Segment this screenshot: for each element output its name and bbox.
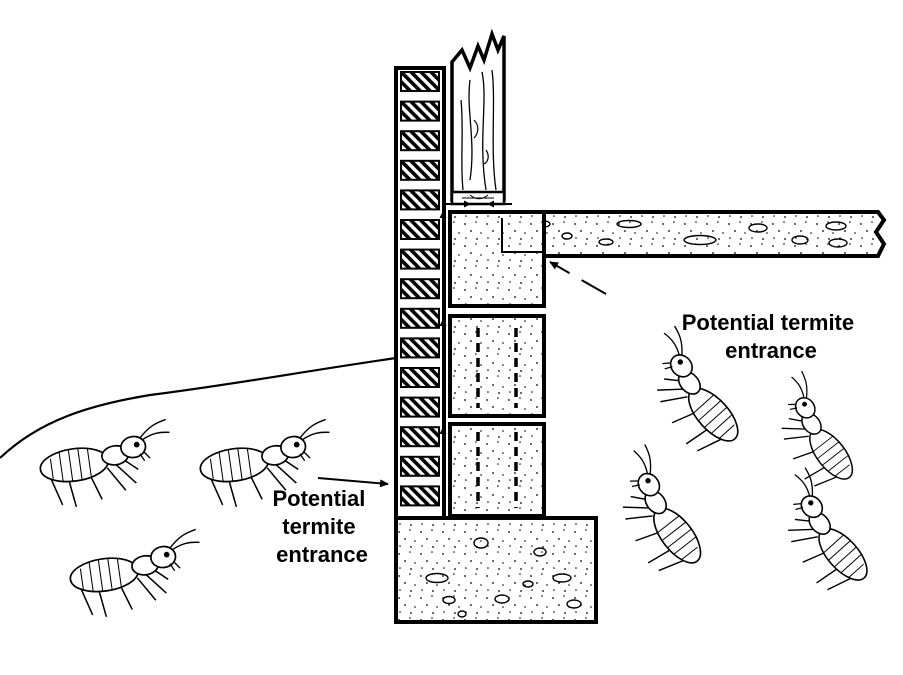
termite-icon: [753, 466, 886, 603]
concrete-slab: [504, 212, 884, 256]
brick: [401, 338, 439, 357]
brick: [401, 427, 439, 446]
brick: [401, 486, 439, 505]
brick: [401, 250, 439, 269]
brick: [401, 220, 439, 239]
ground-line: [0, 358, 396, 458]
brick-veneer: [396, 68, 444, 518]
brick: [401, 398, 439, 417]
brick: [401, 131, 439, 150]
termite-icon: [36, 419, 178, 511]
left-entrance-arrow: [318, 478, 388, 484]
brick: [401, 72, 439, 91]
brick: [401, 102, 439, 121]
concrete-footing: [396, 518, 596, 622]
brick: [401, 161, 439, 180]
brick: [401, 368, 439, 387]
wood-framing: [452, 34, 504, 204]
right-entrance-arrow: [550, 262, 606, 294]
brick: [401, 457, 439, 476]
right-entrance-label: Potential termite entrance: [682, 310, 861, 363]
termite-icon: [66, 529, 208, 621]
brick: [401, 309, 439, 328]
foundation-blocks: [450, 212, 544, 516]
left-entrance-label: Potential termite entrance: [272, 486, 371, 567]
termite-icon: [588, 443, 721, 586]
brick: [401, 190, 439, 209]
brick: [401, 279, 439, 298]
